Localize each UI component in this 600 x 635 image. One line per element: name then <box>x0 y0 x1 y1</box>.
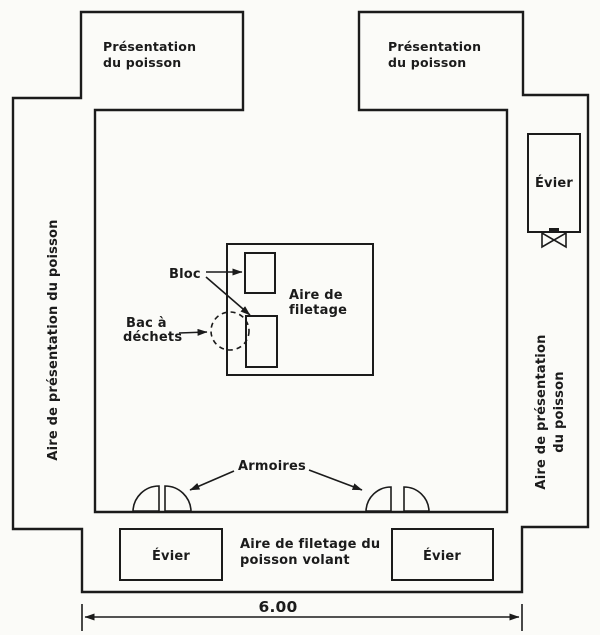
filleting-table-outline <box>226 243 374 376</box>
waste-bin-arrow <box>178 328 208 336</box>
bottom-right-sink-label: Évier <box>423 548 461 564</box>
cabinets-arrow-right <box>308 469 363 491</box>
valve-icon <box>541 228 567 249</box>
right-corridor-label-line2: du poisson <box>552 371 567 452</box>
top-left-display-label-line2: du poisson <box>103 55 181 70</box>
bottom-area-label: Aire de filetage du poisson volant <box>240 537 380 568</box>
bottom-right-sink: Évier <box>391 528 494 581</box>
dimension-value: 6.00 <box>258 598 297 616</box>
bloc-callout: Bloc <box>169 267 251 316</box>
top-right-display-label-line1: Présentation <box>388 39 481 54</box>
cabinets-label: Armoires <box>238 459 306 474</box>
filleting-table: Aire de filetage <box>226 243 374 376</box>
bottom-right-sink-box <box>391 528 494 581</box>
bottom-area-label-line2: poisson volant <box>240 553 350 568</box>
filleting-table-label-line2: filetage <box>289 303 347 318</box>
right-sink: Évier <box>527 133 581 249</box>
top-left-display: Présentation du poisson <box>103 39 196 70</box>
cabinets: Armoires <box>132 459 430 512</box>
bottom-area-label-line1: Aire de filetage du <box>240 537 380 552</box>
dimension: 6.00 <box>81 598 523 631</box>
waste-bin-circle <box>210 311 250 351</box>
cutting-block-upper <box>244 252 276 294</box>
cabinets-arrow-left <box>189 470 235 491</box>
cabinet-door-arc-4 <box>403 486 430 512</box>
cabinet-door-arc-2 <box>164 485 192 512</box>
cabinet-door-arc-3 <box>365 486 392 512</box>
waste-bin-callout: Bac à déchets <box>123 316 208 345</box>
bottom-left-sink: Évier <box>119 528 223 581</box>
bottom-left-sink-label: Évier <box>152 548 190 564</box>
bottom-left-sink-box <box>119 528 223 581</box>
bloc-label: Bloc <box>169 267 201 282</box>
right-sink-label: Évier <box>535 175 573 191</box>
bloc-arrow-lower <box>205 276 251 316</box>
left-corridor-label: Aire de présentation du poisson <box>46 219 61 460</box>
top-right-display: Présentation du poisson <box>388 39 481 70</box>
right-corridor-label: Aire de présentation du poisson <box>534 334 567 489</box>
cutting-block-lower <box>245 315 278 368</box>
waste-bin-label-line1: Bac à <box>126 316 167 331</box>
filleting-table-label-line1: Aire de <box>289 288 343 303</box>
waste-bin-label-line2: déchets <box>123 330 182 345</box>
top-right-display-label-line2: du poisson <box>388 55 466 70</box>
floor-plan-outline <box>11 10 590 594</box>
right-corridor-label-line1: Aire de présentation <box>534 334 549 489</box>
top-left-display-label-line1: Présentation <box>103 39 196 54</box>
cabinet-door-arc-1 <box>132 485 160 512</box>
